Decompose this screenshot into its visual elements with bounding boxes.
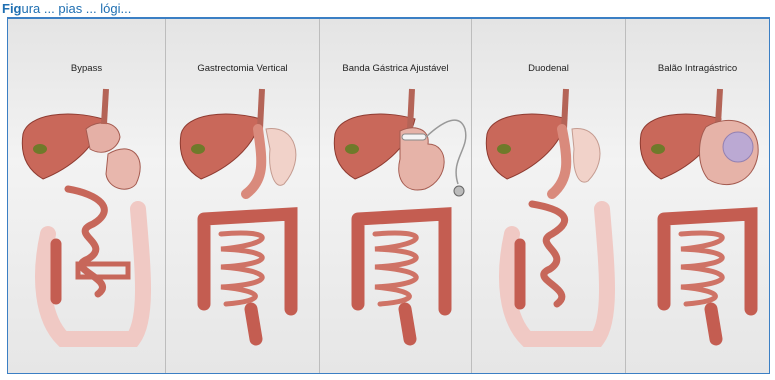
panel-bypass: Bypass xyxy=(8,19,166,374)
balao-illustration xyxy=(626,19,769,374)
gastrectomia-illustration xyxy=(166,19,320,374)
banda-illustration xyxy=(320,19,472,374)
panel-banda-gastrica: Banda Gástrica Ajustável xyxy=(320,19,472,374)
panel-balao-intragastrico: Balão Intragástrico xyxy=(626,19,769,374)
panel-duodenal: Duodenal xyxy=(472,19,626,374)
figure-caption: Figura ... pias ... lógi... xyxy=(0,0,775,17)
caption-text: ura ... pias ... lógi... xyxy=(22,1,132,16)
procedure-figure: Bypass Gastrectomia Vertical xyxy=(7,17,770,374)
panel-gastrectomia-vertical: Gastrectomia Vertical xyxy=(166,19,320,374)
caption-prefix: Fig xyxy=(0,1,22,16)
bypass-illustration xyxy=(8,19,166,374)
duodenal-illustration xyxy=(472,19,626,374)
